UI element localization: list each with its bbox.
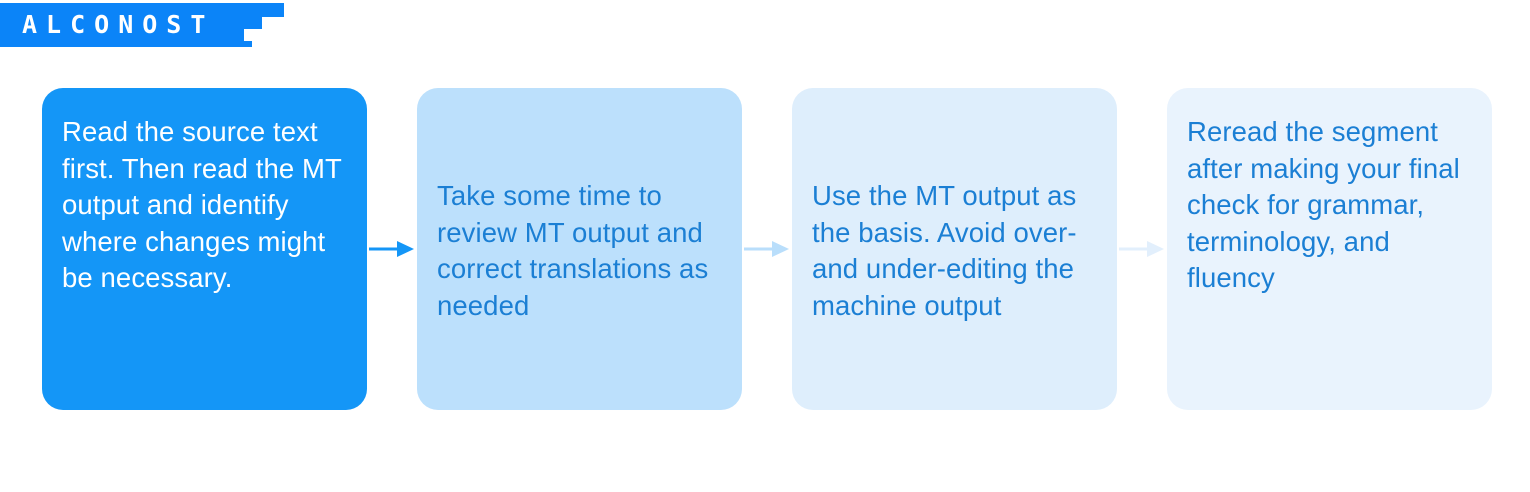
step-card-2-text: Take some time to review MT output and c… [437, 180, 709, 321]
flow-arrow-2 [742, 88, 792, 410]
alconost-logo: ALCONOST [0, 3, 284, 47]
arrow-right-icon [369, 241, 414, 257]
step-card-3-text: Use the MT output as the basis. Avoid ov… [812, 180, 1077, 321]
arrow-right-icon [1119, 241, 1164, 257]
logo-wordmark: ALCONOST [22, 10, 215, 39]
arrow-right-icon [744, 241, 789, 257]
step-card-2: Take some time to review MT output and c… [417, 88, 742, 410]
logo-shape [0, 3, 284, 47]
flow-arrow-3 [1117, 88, 1167, 410]
flow-arrow-1 [367, 88, 417, 410]
process-flow: Read the source text first. Then read th… [42, 88, 1492, 410]
step-card-4-text: Reread the segment after making your fin… [1187, 116, 1460, 293]
step-card-1-text: Read the source text first. Then read th… [62, 116, 342, 293]
step-card-1: Read the source text first. Then read th… [42, 88, 367, 410]
step-card-4: Reread the segment after making your fin… [1167, 88, 1492, 410]
step-card-3: Use the MT output as the basis. Avoid ov… [792, 88, 1117, 410]
